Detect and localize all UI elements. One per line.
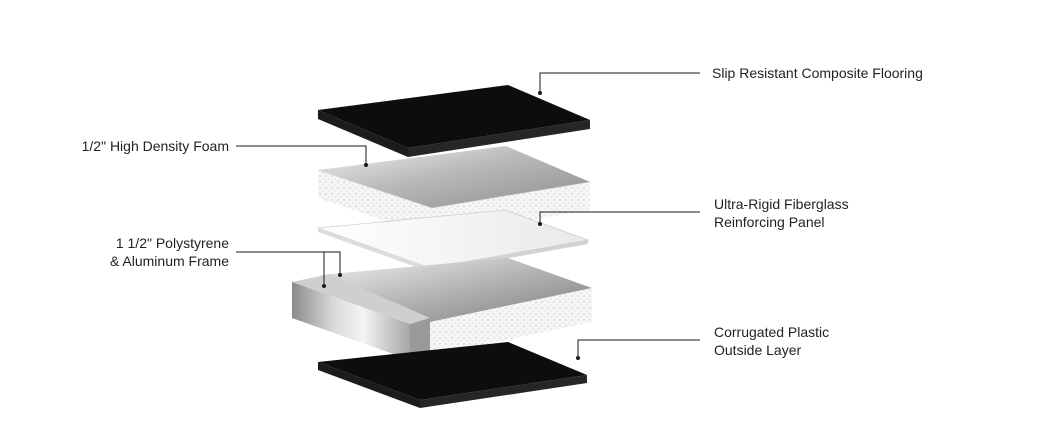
fiberglass-layer bbox=[317, 209, 590, 272]
flooring-layer bbox=[318, 85, 590, 157]
leader-flooring bbox=[539, 72, 700, 93]
label-outside-line1: Corrugated Plastic bbox=[714, 324, 830, 340]
label-fiberglass: Ultra-Rigid Fiberglass Reinforcing Panel bbox=[714, 195, 849, 231]
leader-fiberglass bbox=[539, 211, 700, 224]
label-polystyrene: 1 1/2" Polystyrene & Aluminum Frame bbox=[110, 234, 229, 270]
aluminum-frame bbox=[292, 274, 430, 360]
label-foam: 1/2" High Density Foam bbox=[82, 137, 229, 155]
leader-polystyrene bbox=[236, 251, 341, 275]
leader-outside bbox=[577, 339, 700, 358]
leader-foam bbox=[236, 145, 367, 165]
label-flooring-line1: Slip Resistant Composite Flooring bbox=[712, 65, 923, 81]
label-polystyrene-line1: 1 1/2" Polystyrene bbox=[115, 235, 229, 251]
label-foam-line1: 1/2" High Density Foam bbox=[81, 138, 229, 154]
label-outside: Corrugated Plastic Outside Layer bbox=[714, 323, 829, 359]
label-outside-line2: Outside Layer bbox=[714, 342, 802, 358]
leader-dots bbox=[322, 91, 580, 360]
label-fiberglass-line1: Ultra-Rigid Fiberglass bbox=[714, 196, 849, 212]
label-fiberglass-line2: Reinforcing Panel bbox=[714, 214, 825, 230]
label-flooring: Slip Resistant Composite Flooring bbox=[712, 64, 923, 82]
leader-lines bbox=[236, 72, 700, 358]
label-polystyrene-line2: & Aluminum Frame bbox=[109, 253, 229, 269]
outside-layer bbox=[318, 342, 587, 408]
